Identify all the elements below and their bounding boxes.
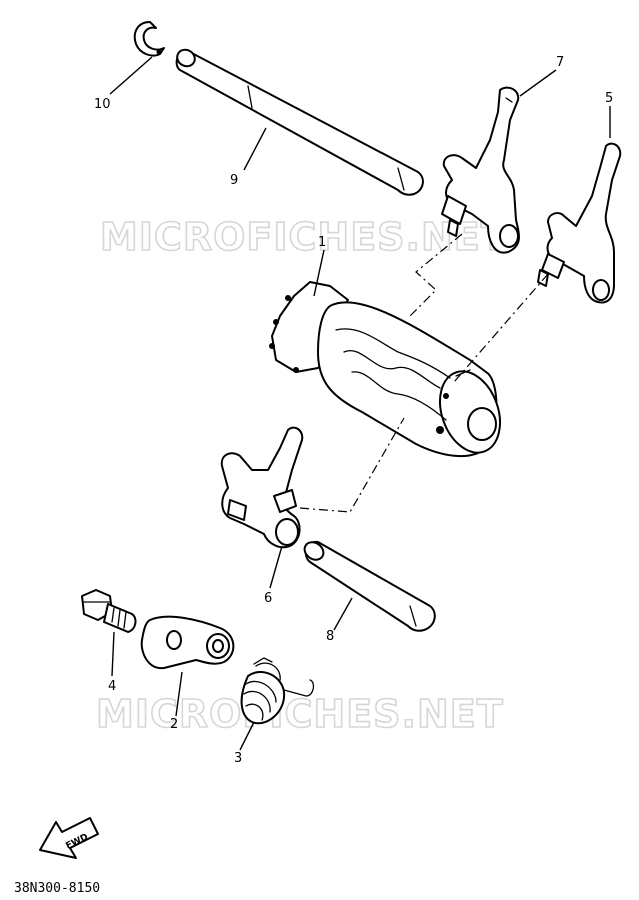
fork-shaft-part-9 xyxy=(175,48,424,196)
stopper-lever-part-2 xyxy=(140,615,235,670)
part-label-6: 6 xyxy=(264,591,272,606)
part-label-4: 4 xyxy=(108,679,116,694)
alignment-lines xyxy=(299,233,549,513)
fork-shaft-part-8 xyxy=(303,540,436,632)
part-label-1: 1 xyxy=(318,235,326,250)
torsion-spring-part-3 xyxy=(240,657,315,725)
part-label-7: 7 xyxy=(556,55,564,70)
diagram-code: 38N300-8150 xyxy=(14,881,100,896)
part-label-2: 2 xyxy=(170,717,178,732)
shift-drum-part-1 xyxy=(269,281,501,458)
watermark-top: MICROFICHES.NET xyxy=(100,215,508,259)
part-label-5: 5 xyxy=(605,91,613,106)
shift-fork-part-6 xyxy=(220,426,304,549)
watermark-bottom: MICROFICHES.NET xyxy=(96,692,504,736)
bolt-part-4 xyxy=(81,589,137,633)
leader-lines xyxy=(109,56,611,751)
shift-fork-part-7 xyxy=(441,86,520,254)
part-label-10: 10 xyxy=(94,97,111,112)
shift-fork-part-5 xyxy=(537,142,622,304)
part-label-8: 8 xyxy=(326,629,334,644)
part-label-9: 9 xyxy=(230,173,238,188)
circlip-part-10 xyxy=(133,21,165,57)
part-label-3: 3 xyxy=(234,751,242,766)
fwd-arrow-icon: FWD xyxy=(39,817,99,859)
